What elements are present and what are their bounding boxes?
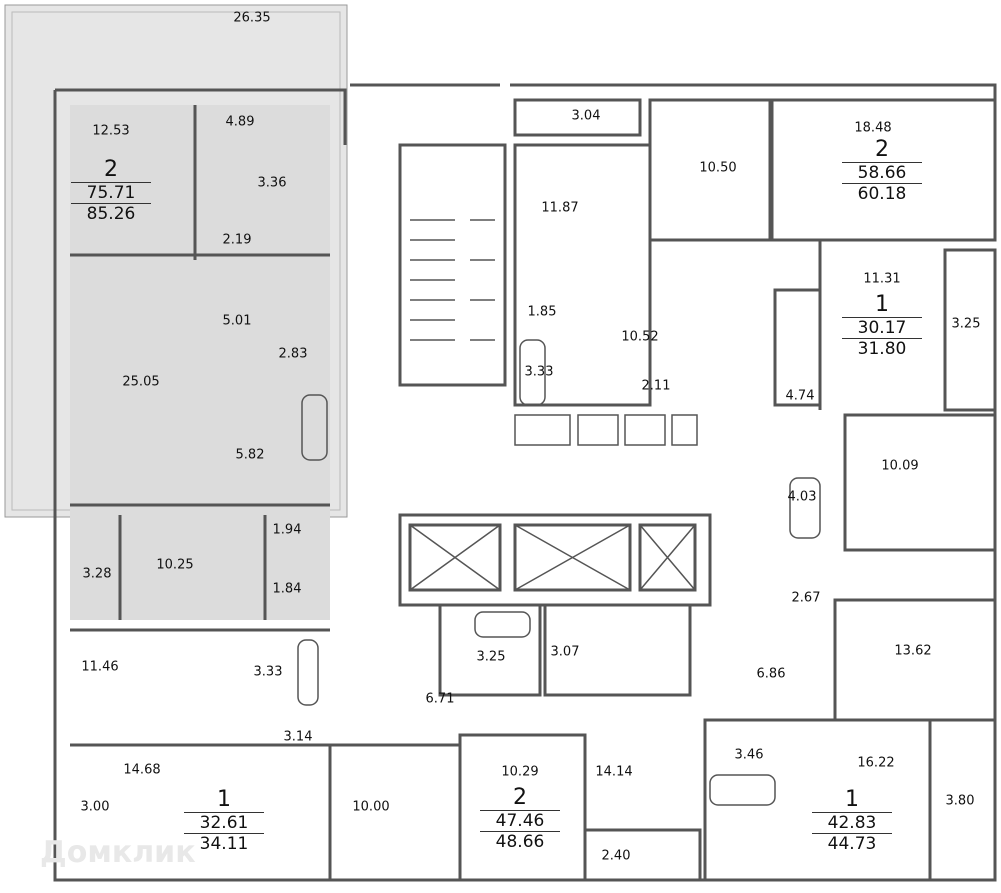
room-area: 16.22	[857, 755, 895, 771]
apartment-living-area: 30.17	[842, 317, 922, 338]
apartment-living-area: 58.66	[842, 162, 922, 183]
room-area: 4.89	[225, 114, 255, 130]
apartment-rooms: 2	[875, 137, 889, 162]
apartment-rooms: 2	[513, 785, 527, 810]
room-area: 11.87	[541, 200, 579, 216]
room-area: 3.25	[476, 649, 506, 665]
room-area: 2.67	[791, 590, 821, 606]
room-area: 2.40	[601, 848, 631, 864]
room-area: 3.00	[80, 799, 110, 815]
room-area: 14.68	[123, 762, 161, 778]
room-area: 4.74	[785, 388, 815, 404]
room-area: 3.80	[945, 793, 975, 809]
room-area: 10.00	[352, 799, 390, 815]
room-area: 14.14	[595, 764, 633, 780]
room-area: 10.25	[156, 557, 194, 573]
apartment-rooms: 1	[845, 787, 859, 812]
apartment-living-area: 75.71	[71, 182, 151, 203]
apartment-total-area: 31.80	[842, 338, 922, 359]
room-area: 11.46	[81, 659, 119, 675]
apartment-rooms: 2	[104, 157, 118, 182]
room-area: 6.71	[425, 691, 455, 707]
selected-apartment	[70, 105, 330, 620]
room-area: 12.53	[92, 123, 130, 139]
apartment-total-area: 85.26	[71, 203, 151, 224]
room-area: 5.82	[235, 447, 265, 463]
room-area: 25.05	[122, 374, 160, 390]
watermark-logo: Домклик	[40, 835, 196, 870]
room-area: 3.33	[253, 664, 283, 680]
room-area: 3.14	[283, 729, 313, 745]
room-area: 3.04	[571, 108, 601, 124]
apartment-living-area: 42.83	[812, 812, 892, 833]
room-area: 5.01	[222, 313, 252, 329]
room-area: 3.36	[257, 175, 287, 191]
room-area: 10.09	[881, 458, 919, 474]
apartment-total-area: 48.66	[480, 831, 560, 852]
apartment-total-area: 60.18	[842, 183, 922, 204]
apartment-living-area: 32.61	[184, 812, 264, 833]
room-area: 3.25	[951, 316, 981, 332]
apartment-living-area: 47.46	[480, 810, 560, 831]
room-area: 11.31	[863, 271, 901, 287]
room-area: 2.83	[278, 346, 308, 362]
room-area: 3.28	[82, 566, 112, 582]
apartment-total-area: 34.11	[184, 833, 264, 854]
apartment-rooms: 1	[217, 787, 231, 812]
room-area: 18.48	[854, 120, 892, 136]
room-area: 4.03	[787, 489, 817, 505]
room-area: 3.46	[734, 747, 764, 763]
room-area: 26.35	[233, 10, 271, 26]
room-area: 6.86	[756, 666, 786, 682]
room-area: 1.94	[272, 522, 302, 538]
room-area: 10.52	[621, 329, 659, 345]
room-area: 10.50	[699, 160, 737, 176]
apartment-rooms: 1	[875, 292, 889, 317]
room-area: 10.29	[501, 764, 539, 780]
room-area: 13.62	[894, 643, 932, 659]
apartment-total-area: 44.73	[812, 833, 892, 854]
room-area: 3.33	[524, 364, 554, 380]
room-area: 2.11	[641, 378, 671, 394]
room-area: 1.85	[527, 304, 557, 320]
room-area: 2.19	[222, 232, 252, 248]
room-area: 1.84	[272, 581, 302, 597]
room-area: 3.07	[550, 644, 580, 660]
